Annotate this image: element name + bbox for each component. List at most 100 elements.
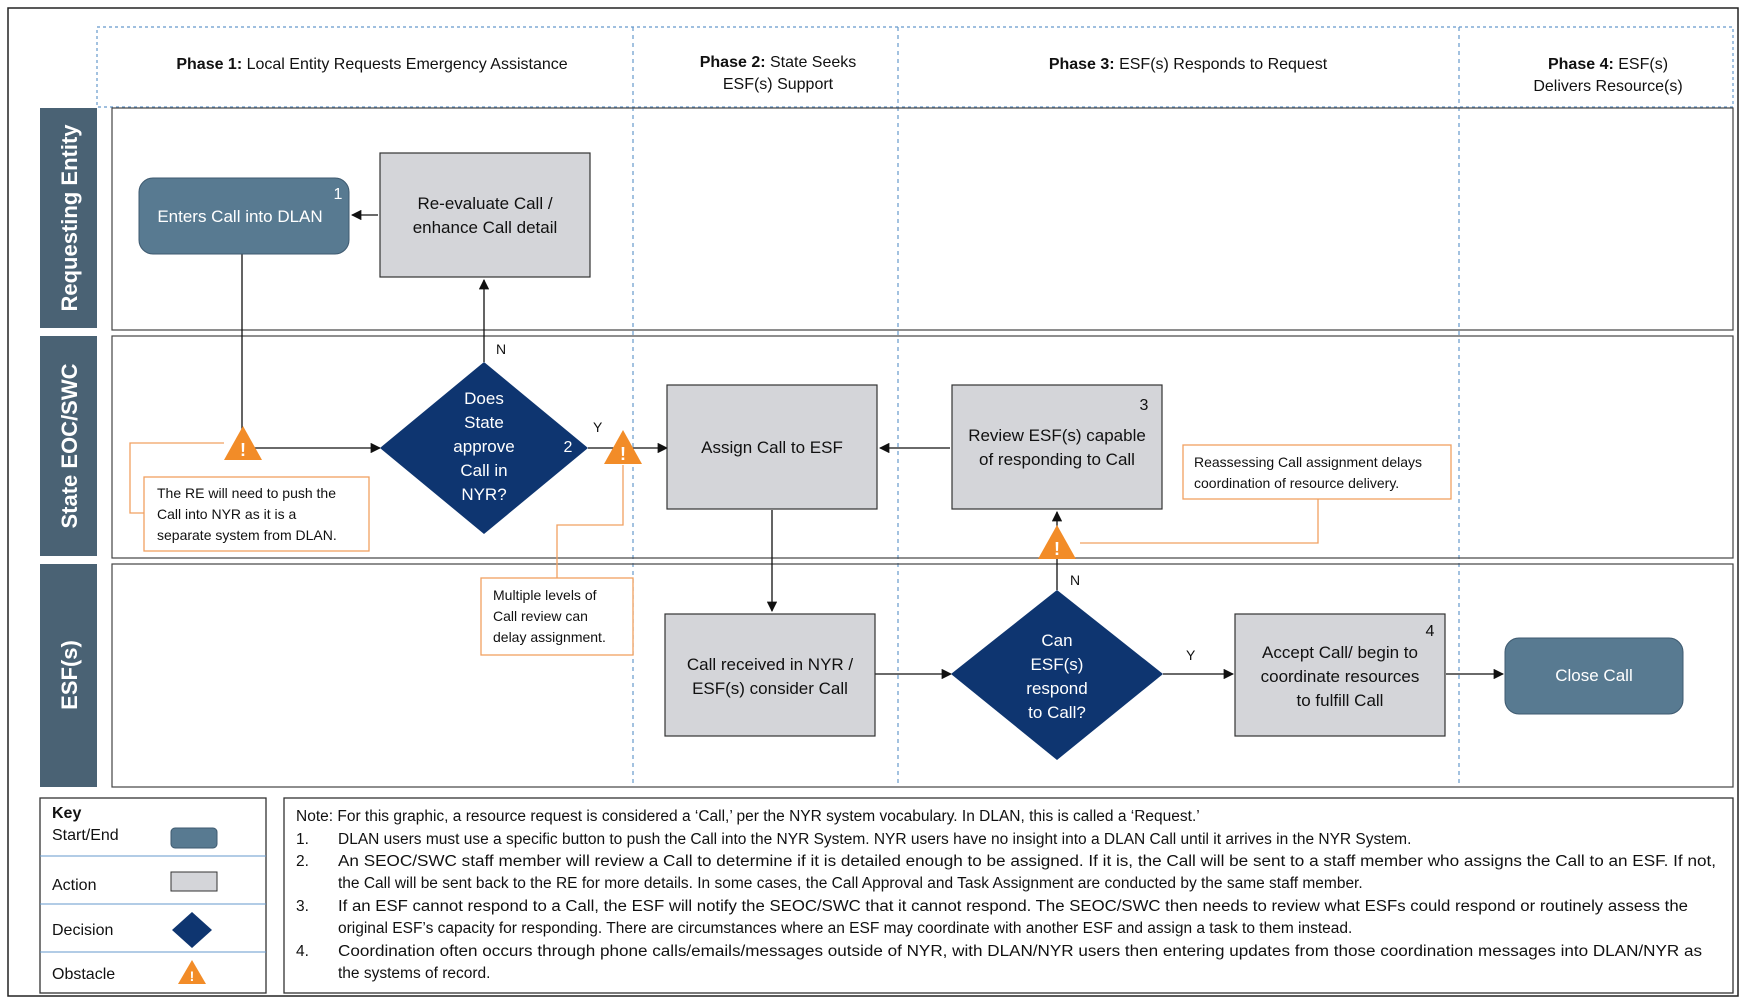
notes-intro: Note: For this graphic, a resource reque… (296, 808, 1200, 825)
phase-3-heading: Phase 3: ESF(s) Responds to Request (1049, 56, 1328, 73)
action-accept-line2: coordinate resources (1261, 667, 1420, 686)
start-enters-call-label: Enters Call into DLAN (157, 207, 322, 226)
obstacle-icon-1: ! (224, 426, 262, 460)
phase-4-heading-line2: Delivers Resource(s) (1533, 78, 1682, 95)
obstacle-note-push: The RE will need to push the Call into N… (143, 476, 370, 552)
obstacle-icon-3: ! (1038, 525, 1076, 559)
phase-4-heading: Phase 4: ESF(s) (1548, 56, 1668, 73)
notes-item-4-line2: the systems of record. (338, 965, 490, 982)
notes-item-3-line2: original ESF’s capacity for responding. … (338, 920, 1352, 937)
notes-item-2-number: 2. (296, 853, 309, 870)
action-assign-label: Assign Call to ESF (701, 438, 843, 457)
lane-label-state-eoc: State EOC/SWC (57, 363, 82, 528)
lane-label-requesting-entity: Requesting Entity (57, 124, 82, 312)
warning-triangle-icon (604, 430, 642, 464)
obstacle-note-levels-box (480, 577, 634, 656)
legend-key-title: Key (52, 805, 81, 822)
notes-item-2-line1: An SEOC/SWC staff member will review a C… (338, 853, 1716, 870)
notes-item-1-line1: DLAN users must use a specific button to… (338, 831, 1411, 848)
legend-item-obstacle: Obstacle (52, 966, 115, 983)
notes-item-4-number: 4. (296, 943, 309, 960)
action-received-shape (664, 613, 876, 737)
decision-esf-line3: respond (1026, 679, 1087, 698)
warning-mark-icon: ! (620, 444, 626, 464)
decision-state-approve: Does State approve Call in NYR? 2 (380, 362, 588, 534)
obstacle-icon-2: ! (604, 430, 642, 464)
lane-label-bg-esf (40, 564, 97, 787)
warning-mark-icon: ! (1054, 539, 1060, 559)
action-assign-shape (666, 384, 878, 510)
action-assign: Assign Call to ESF (666, 384, 878, 510)
obstacle-note-reassess-line1: Reassessing Call assignment delays (1194, 454, 1422, 470)
lane-requesting-entity (111, 107, 1734, 331)
step-number-4: 4 (1426, 623, 1435, 640)
legend-item-start-end: Start/End (52, 827, 119, 844)
legend-start-end-swatch (170, 827, 218, 849)
start-enters-call: Enters Call into DLAN 1 (138, 177, 350, 255)
decision-esf-line2: ESF(s) (1031, 655, 1084, 674)
action-reevaluate-line1: Re-evaluate Call / (417, 194, 552, 213)
warning-triangle-icon (224, 426, 262, 460)
legend-key: Key Start/End Action Decision Obstacle ! (39, 797, 267, 994)
edge-label-y1: Y (593, 419, 603, 435)
notes-item-2-line2: the Call will be sent back to the RE for… (338, 875, 1363, 892)
edge-label-n2: N (1070, 572, 1080, 588)
legend-decision-swatch (172, 912, 212, 948)
obstacle-note-push-box (143, 476, 370, 552)
obstacle-connectors (129, 442, 1319, 578)
step-number-2: 2 (564, 439, 573, 456)
phase-2-heading-line2: ESF(s) Support (723, 76, 834, 93)
notes-item-4-line1: Coordination often occurs through phone … (338, 943, 1702, 960)
action-review-shape (951, 384, 1163, 510)
obstacle-note-levels-line3: delay assignment. (493, 629, 606, 645)
action-accept-shape (1234, 613, 1446, 737)
decision-esf-respond: Can ESF(s) respond to Call? (951, 590, 1163, 760)
obstacle-note-levels-line2: Call review can (493, 608, 588, 624)
action-received-line1: Call received in NYR / (687, 655, 854, 674)
action-reevaluate: Re-evaluate Call / enhance Call detail (379, 152, 591, 278)
phase-2-heading: Phase 2: State Seeks (700, 54, 857, 71)
decision-state-line1: Does (464, 389, 504, 408)
legend-item-decision: Decision (52, 922, 113, 939)
action-received-line2: ESF(s) consider Call (692, 679, 848, 698)
decision-esf-line1: Can (1041, 631, 1072, 650)
notes-panel: Note: For this graphic, a resource reque… (283, 797, 1734, 994)
action-reevaluate-shape (379, 152, 591, 278)
step-number-1: 1 (334, 186, 343, 203)
end-close-call: Close Call (1504, 637, 1684, 715)
action-review: Review ESF(s) capable of responding to C… (951, 384, 1163, 510)
warning-mark-icon: ! (240, 440, 246, 460)
action-review-line2: of responding to Call (979, 450, 1135, 469)
action-accept-line1: Accept Call/ begin to (1262, 643, 1418, 662)
obstacle-note-levels: Multiple levels of Call review can delay… (480, 577, 634, 656)
obstacle-note-levels-line1: Multiple levels of (493, 587, 597, 603)
action-accept-line3: to fulfill Call (1297, 691, 1384, 710)
start-enters-call-shape (138, 177, 350, 255)
obstacle-note-push-line1: The RE will need to push the (157, 485, 336, 501)
lane-esf (111, 563, 1734, 788)
notes-item-3-number: 3. (296, 898, 309, 915)
notes-item-3-line1: If an ESF cannot respond to a Call, the … (338, 898, 1688, 915)
lane-label-esf: ESF(s) (57, 640, 82, 710)
end-close-call-label: Close Call (1555, 666, 1632, 685)
lane-state-eoc (111, 335, 1734, 559)
obstacle-note-reassess-box (1182, 444, 1452, 500)
action-received: Call received in NYR / ESF(s) consider C… (664, 613, 876, 737)
decision-state-approve-shape (380, 362, 588, 534)
edge-label-y2: Y (1186, 647, 1196, 663)
obstacle-note-reassess: Reassessing Call assignment delays coord… (1182, 444, 1452, 500)
obstacle-note-push-line2: Call into NYR as it is a (157, 506, 296, 522)
phase-1-heading: Phase 1: Local Entity Requests Emergency… (176, 56, 567, 73)
notes-item-1-number: 1. (296, 831, 309, 848)
decision-state-line3: approve (453, 437, 514, 456)
warning-triangle-icon (1038, 525, 1076, 559)
legend-action-swatch (170, 871, 218, 892)
decision-state-line2: State (464, 413, 504, 432)
legend-item-action: Action (52, 877, 96, 894)
outer-frame (7, 7, 1739, 997)
step-number-3: 3 (1140, 397, 1149, 414)
lane-label-bg-state-eoc (40, 336, 97, 556)
notes-box (283, 797, 1734, 994)
action-accept: Accept Call/ begin to coordinate resourc… (1234, 613, 1446, 737)
